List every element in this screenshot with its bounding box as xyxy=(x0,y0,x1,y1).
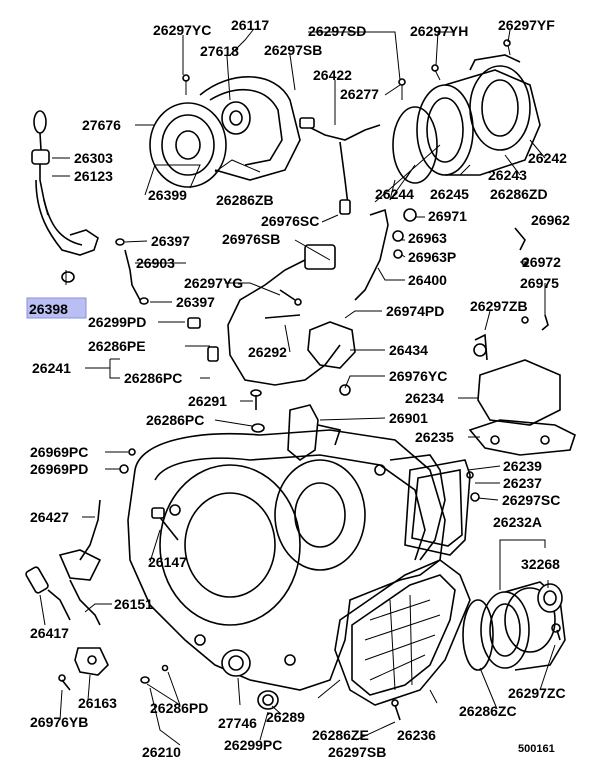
oil-pan xyxy=(334,559,471,721)
label-26974PD[interactable]: 26974PD xyxy=(386,303,444,319)
label-26292[interactable]: 26292 xyxy=(248,344,287,360)
extension-housing xyxy=(462,581,566,671)
pipe-26903 xyxy=(124,249,141,301)
label-26286PE[interactable]: 26286PE xyxy=(88,338,146,354)
label-26969PC[interactable]: 26969PC xyxy=(30,444,88,460)
label-26286PC-a[interactable]: 26286PC xyxy=(124,370,182,386)
label-26239[interactable]: 26239 xyxy=(503,458,542,474)
label-26297ZB[interactable]: 26297ZB xyxy=(470,298,528,314)
label-26400[interactable]: 26400 xyxy=(408,272,447,288)
label-26163[interactable]: 26163 xyxy=(78,695,117,711)
label-26397-b[interactable]: 26397 xyxy=(176,294,215,310)
label-26286PD[interactable]: 26286PD xyxy=(150,700,208,716)
label-26397-a[interactable]: 26397 xyxy=(151,233,190,249)
label-32268[interactable]: 32268 xyxy=(521,556,560,572)
label-26299PC[interactable]: 26299PC xyxy=(224,737,282,753)
label-26969PD[interactable]: 26969PD xyxy=(30,461,88,477)
label-26417[interactable]: 26417 xyxy=(30,625,69,641)
label-26232A[interactable]: 26232A xyxy=(493,514,542,530)
label-26245[interactable]: 26245 xyxy=(430,186,469,202)
label-26123[interactable]: 26123 xyxy=(74,168,113,184)
label-26427[interactable]: 26427 xyxy=(30,509,69,525)
label-26286ZB[interactable]: 26286ZB xyxy=(216,192,274,208)
drawing-linework xyxy=(25,39,576,721)
label-26399[interactable]: 26399 xyxy=(148,187,187,203)
label-26234[interactable]: 26234 xyxy=(405,390,444,406)
label-26286ZE[interactable]: 26286ZE xyxy=(312,727,369,743)
label-26299PD[interactable]: 26299PD xyxy=(88,314,146,330)
transmission-case xyxy=(127,429,446,710)
label-26242[interactable]: 26242 xyxy=(528,150,567,166)
label-26963[interactable]: 26963 xyxy=(408,230,447,246)
part-labels: 26297YC 26117 26297SD 26297YH 26297YF 27… xyxy=(29,17,570,760)
cable-26422 xyxy=(299,117,381,215)
side-cover xyxy=(404,459,480,556)
rear-housing-assembly xyxy=(392,39,541,184)
label-26962[interactable]: 26962 xyxy=(531,212,570,228)
label-26971[interactable]: 26971 xyxy=(428,208,467,224)
label-26297YF[interactable]: 26297YF xyxy=(498,17,555,33)
label-26297SD[interactable]: 26297SD xyxy=(308,23,366,39)
label-26236[interactable]: 26236 xyxy=(397,727,436,743)
label-26243[interactable]: 26243 xyxy=(488,167,527,183)
label-26235[interactable]: 26235 xyxy=(415,429,454,445)
label-26241[interactable]: 26241 xyxy=(32,360,71,376)
label-26147[interactable]: 26147 xyxy=(148,554,187,570)
label-26434[interactable]: 26434 xyxy=(389,342,428,358)
highlight-box xyxy=(26,297,87,319)
label-26297YG[interactable]: 26297YG xyxy=(184,275,243,291)
mount-bracket xyxy=(468,316,576,456)
wiring-harness xyxy=(227,244,356,396)
label-26237[interactable]: 26237 xyxy=(503,475,542,491)
front-cover-assembly xyxy=(149,74,301,188)
bracket-26901 xyxy=(287,404,319,461)
label-26976SB[interactable]: 26976SB xyxy=(222,231,280,247)
label-26976YB[interactable]: 26976YB xyxy=(30,714,88,730)
label-27676[interactable]: 27676 xyxy=(82,117,121,133)
label-26297ZC[interactable]: 26297ZC xyxy=(508,685,566,701)
figure-code: 500161 xyxy=(518,743,555,755)
label-26303[interactable]: 26303 xyxy=(74,150,113,166)
sensor-26147 xyxy=(157,514,179,541)
label-26277[interactable]: 26277 xyxy=(340,86,379,102)
label-26117[interactable]: 26117 xyxy=(231,17,269,33)
label-26210[interactable]: 26210 xyxy=(142,744,181,760)
label-26398-highlighted[interactable]: 26398 xyxy=(29,301,68,317)
label-27618[interactable]: 27618 xyxy=(200,43,239,59)
label-26151[interactable]: 26151 xyxy=(114,596,153,612)
label-26291[interactable]: 26291 xyxy=(188,393,227,409)
label-26289[interactable]: 26289 xyxy=(266,709,305,725)
label-26297YC[interactable]: 26297YC xyxy=(153,22,211,38)
label-26976YC[interactable]: 26976YC xyxy=(389,368,447,384)
label-26297YH[interactable]: 26297YH xyxy=(410,23,468,39)
shift-shaft-assembly xyxy=(25,499,109,691)
label-26903[interactable]: 26903 xyxy=(136,255,175,271)
label-26976SC[interactable]: 26976SC xyxy=(261,213,319,229)
label-26422[interactable]: 26422 xyxy=(313,67,352,83)
label-26297SC[interactable]: 26297SC xyxy=(502,492,560,508)
label-26297SB-bottom[interactable]: 26297SB xyxy=(328,744,386,760)
label-27746[interactable]: 27746 xyxy=(218,715,257,731)
leader-lines xyxy=(39,29,556,746)
dipstick-assembly xyxy=(31,110,99,283)
label-26297SB-top[interactable]: 26297SB xyxy=(264,42,322,58)
label-26286ZD[interactable]: 26286ZD xyxy=(490,186,548,202)
label-26286ZC[interactable]: 26286ZC xyxy=(459,703,517,719)
label-26972[interactable]: 26972 xyxy=(522,254,561,270)
label-26901[interactable]: 26901 xyxy=(389,410,428,426)
label-26286PC-b[interactable]: 26286PC xyxy=(146,412,204,428)
shift-bracket-assembly xyxy=(354,208,549,331)
label-26244[interactable]: 26244 xyxy=(375,186,414,202)
label-26975[interactable]: 26975 xyxy=(520,275,559,291)
label-26963P[interactable]: 26963P xyxy=(408,249,456,265)
